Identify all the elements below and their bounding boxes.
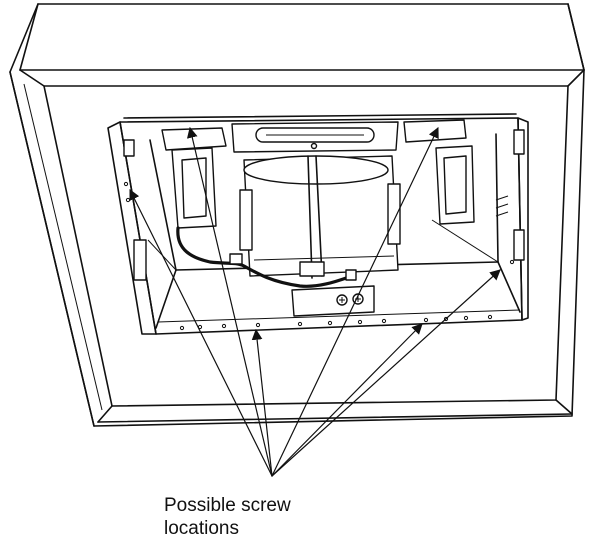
top-bracket [231,121,399,153]
caption-line-1: Possible screw [164,495,291,516]
caption-line-2: locations [164,518,239,539]
leader-line-bottom-center [251,328,273,477]
caption: Possible screw locations [164,494,291,540]
screw-holes [123,181,515,331]
leader-line-top-right [271,127,439,477]
leader-line-top-left [186,126,273,477]
cabinet-frame [9,3,585,427]
wiring-harness [176,226,357,288]
junction-box-plate [291,285,375,317]
leader-lines [129,126,501,477]
leader-line-left-side [129,189,273,477]
blower-motor [239,155,401,279]
leader-line-right-side [271,269,501,477]
right-housing [403,119,475,225]
leader-line-bottom-right [271,323,423,477]
